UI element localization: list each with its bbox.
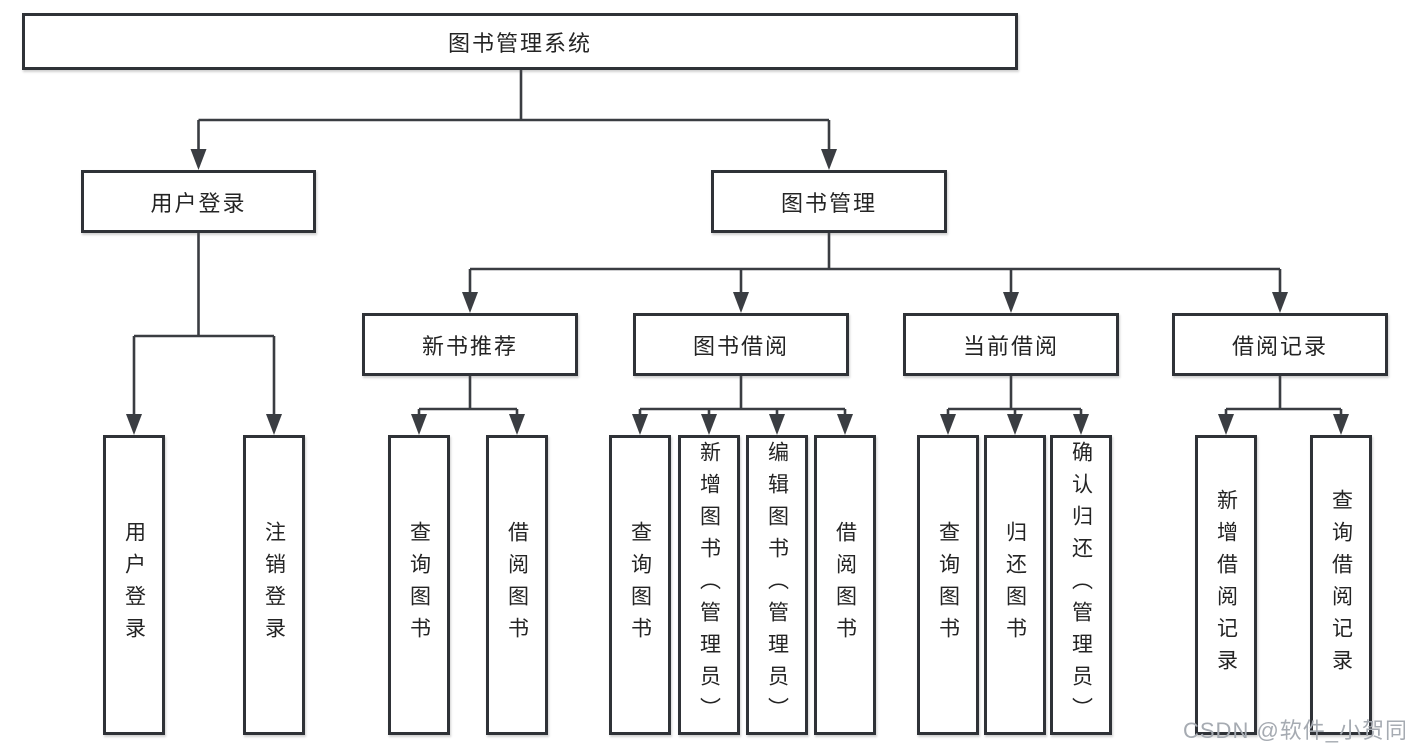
leaf-query-borrow-record: 查询借阅记录 <box>1310 435 1372 735</box>
leaf-query-book-1-label: 查询图书 <box>407 521 431 649</box>
leaf-user-login-label: 用户登录 <box>122 521 146 649</box>
leaf-confirm-return-admin-label: 确认归还（管理员） <box>1069 441 1093 729</box>
connector-user-login-children <box>126 233 282 435</box>
node-new-book-recommend: 新书推荐 <box>362 313 578 376</box>
node-root-library-system: 图书管理系统 <box>22 13 1018 70</box>
leaf-query-book-3-label: 查询图书 <box>936 521 960 649</box>
connector-borrow-record-children <box>1218 376 1349 435</box>
leaf-add-borrow-record-label: 新增借阅记录 <box>1214 489 1238 681</box>
leaf-query-borrow-record-label: 查询借阅记录 <box>1329 489 1353 681</box>
node-user-login: 用户登录 <box>81 170 316 233</box>
leaf-borrow-book-2: 借阅图书 <box>814 435 876 735</box>
leaf-query-book-1: 查询图书 <box>388 435 450 735</box>
leaf-confirm-return-admin: 确认归还（管理员） <box>1050 435 1112 735</box>
leaf-query-book-2-label: 查询图书 <box>628 521 652 649</box>
node-borrow-record: 借阅记录 <box>1172 313 1388 376</box>
leaf-add-book-admin-label: 新增图书（管理员） <box>697 441 721 729</box>
leaf-return-book-label: 归还图书 <box>1003 521 1027 649</box>
leaf-add-book-admin: 新增图书（管理员） <box>678 435 740 735</box>
leaf-edit-book-admin-label: 编辑图书（管理员） <box>765 441 789 729</box>
leaf-borrow-book-1-label: 借阅图书 <box>505 521 529 649</box>
leaf-query-book-3: 查询图书 <box>917 435 979 735</box>
leaf-user-login: 用户登录 <box>103 435 165 735</box>
leaf-logout-label: 注销登录 <box>262 521 286 649</box>
node-book-borrow: 图书借阅 <box>633 313 849 376</box>
leaf-borrow-book-2-label: 借阅图书 <box>833 521 857 649</box>
csdn-watermark: CSDN @软件_小贺同学 <box>1183 718 1405 743</box>
node-book-management: 图书管理 <box>711 170 947 233</box>
node-current-borrow: 当前借阅 <box>903 313 1119 376</box>
leaf-borrow-book-1: 借阅图书 <box>486 435 548 735</box>
leaf-return-book: 归还图书 <box>984 435 1046 735</box>
connector-current-borrow-children <box>940 376 1089 435</box>
leaf-logout: 注销登录 <box>243 435 305 735</box>
connector-new-book-children <box>411 376 525 435</box>
leaf-query-book-2: 查询图书 <box>609 435 671 735</box>
connector-root-to-level2 <box>190 69 837 170</box>
leaf-edit-book-admin: 编辑图书（管理员） <box>746 435 808 735</box>
leaf-add-borrow-record: 新增借阅记录 <box>1195 435 1257 735</box>
connector-book-borrow-children <box>632 376 853 435</box>
connector-book-management-to-level3 <box>462 233 1288 313</box>
